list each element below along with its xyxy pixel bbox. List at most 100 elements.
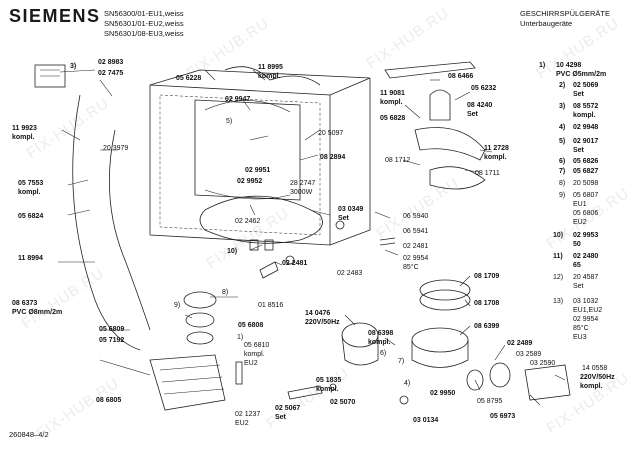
legend-key-9: 9) <box>559 192 566 199</box>
label-callout-3: 3) <box>70 63 77 70</box>
label-02-9952: 02 9952 <box>237 178 263 185</box>
leader-lines <box>58 69 566 406</box>
legend-note-3: kompl. <box>573 112 596 119</box>
legend-key-13: 13) <box>553 298 564 305</box>
legend-key-5: 5) <box>559 138 566 145</box>
label-callout-1: 1) <box>237 334 244 341</box>
label-03-2590: 03 2590 <box>530 360 556 367</box>
label-3000w: 3000W <box>290 189 313 196</box>
legend-note-11: 65 <box>573 262 581 269</box>
label-callout-7: 7) <box>398 358 405 365</box>
legend-code-7: 05 6827 <box>573 168 599 175</box>
spray-arm-lower <box>414 127 486 190</box>
label-callout-9: 9) <box>174 302 181 309</box>
legend-extra2-13: EU3 <box>573 334 587 341</box>
label-kompl-e: kompl. <box>316 386 339 393</box>
label-02-7475: 02 7475 <box>98 70 124 77</box>
label-08-1709: 08 1709 <box>474 273 500 280</box>
label-02-1237: 02 1237 <box>235 411 261 418</box>
model-line-2: SN56301/01-EU2,weiss <box>104 19 184 28</box>
small-parts <box>235 220 409 405</box>
label-kompl-d: kompl. <box>244 351 265 358</box>
label-08-6466: 08 6466 <box>448 73 474 80</box>
label-eu2-b: EU2 <box>235 420 249 427</box>
legend-key-6: 6) <box>559 158 566 165</box>
legend-code-12: 20 4587 <box>573 274 599 281</box>
label-05-8795: 05 8795 <box>477 398 503 405</box>
legend-code-3: 08 5572 <box>573 103 599 110</box>
label-06-5941: 06 5941 <box>403 228 429 235</box>
label-05-6810: 05 6810 <box>244 342 270 349</box>
label-02-5067: 02 5067 <box>275 405 301 412</box>
model-line-1: SN56300/01-EU1,weiss <box>104 9 184 18</box>
label-pvc-8mm: PVC Ø8mm/2m <box>12 309 63 316</box>
label-20-5097: 20 5097 <box>318 130 344 137</box>
legend-extra-note-13: 85°C <box>573 325 589 332</box>
label-05-6824: 05 6824 <box>18 213 44 220</box>
label-set-c: Set <box>467 111 478 118</box>
label-14-0558: 14 0558 <box>582 365 608 372</box>
label-08-2894: 08 2894 <box>320 154 346 161</box>
label-11-9081: 11 9081 <box>380 90 405 97</box>
legend-extra-9: 05 6806 <box>573 210 599 217</box>
legend-key-4: 4) <box>559 124 566 131</box>
label-06-5940: 06 5940 <box>403 213 429 220</box>
legend-key-7: 7) <box>559 168 566 175</box>
heater-coil <box>199 195 323 244</box>
diagram-subtitle: Unterbaugeräte <box>520 19 573 28</box>
legend-code-9: 05 6807 <box>573 192 599 199</box>
label-kompl-b: kompl. <box>12 134 35 141</box>
legend-key-11: 11) <box>553 253 563 260</box>
legend-code-11: 02 2480 <box>573 253 599 260</box>
label-callout-6: 6) <box>380 350 387 357</box>
legend-code-6: 05 6826 <box>573 158 599 165</box>
label-kompl-c: kompl. <box>18 189 41 196</box>
label-05-6809: 05 6809 <box>99 326 125 333</box>
label-02-2462: 02 2462 <box>235 218 261 225</box>
label-01-8516: 01 8516 <box>258 302 284 309</box>
detergent-dispenser <box>34 64 66 88</box>
legend-key-2: 2) <box>559 82 566 89</box>
label-05-6232: 05 6232 <box>471 85 497 92</box>
diagram-title: GESCHIRRSPÜLGERÄTE <box>520 9 611 18</box>
label-05-6228: 05 6228 <box>176 75 202 82</box>
filter-rings <box>411 279 471 368</box>
legend-key-1: 1) <box>539 62 546 69</box>
legend-key-10: 10) <box>553 232 564 239</box>
label-02-9954-a: 02 9954 <box>403 255 429 262</box>
label-kompl-g: kompl. <box>484 154 507 161</box>
label-callout-8: 8) <box>222 289 229 296</box>
label-02-2481-a: 02 2481 <box>282 260 308 267</box>
brand-logo: SIEMENS <box>9 6 101 26</box>
legend-note-1: PVC Ø5mm/2m <box>556 71 607 78</box>
legend-code-5: 02 9017 <box>573 138 599 145</box>
label-28-2747: 28 2747 <box>290 180 316 187</box>
label-02-2481-b: 02 2481 <box>403 243 429 250</box>
label-05-7553: 05 7553 <box>18 180 44 187</box>
label-14-0476: 14 0476 <box>305 310 331 317</box>
legend-key-3: 3) <box>559 103 566 110</box>
legend-note-12: Set <box>573 283 584 290</box>
label-11-9923: 11 9923 <box>12 125 37 132</box>
side-hoses <box>72 66 321 351</box>
label-02-5070: 02 5070 <box>330 399 356 406</box>
label-08-4240: 08 4240 <box>467 102 493 109</box>
label-callout-5: 5) <box>226 118 233 125</box>
label-05-6808: 05 6808 <box>238 322 264 329</box>
document-number: 260848–4/2 <box>9 430 49 439</box>
label-85c-a: 85°C <box>403 264 419 271</box>
label-02-8983: 02 8983 <box>98 59 124 66</box>
label-05-1835: 05 1835 <box>316 377 342 384</box>
label-set-a: Set <box>338 215 349 222</box>
label-11-8994: 11 8994 <box>18 255 43 262</box>
label-08-1711: 08 1711 <box>475 170 500 177</box>
label-02-2489: 02 2489 <box>507 340 533 347</box>
label-eu2-a: EU2 <box>244 360 258 367</box>
label-220v-a: 220V/50Hz <box>305 319 340 326</box>
label-11-2728: 11 2728 <box>484 145 509 152</box>
legend-note-2: Set <box>573 91 584 98</box>
label-callout-10: 10) <box>227 248 238 255</box>
label-02-9951: 02 9951 <box>245 167 271 174</box>
label-kompl-h: kompl. <box>368 339 391 346</box>
